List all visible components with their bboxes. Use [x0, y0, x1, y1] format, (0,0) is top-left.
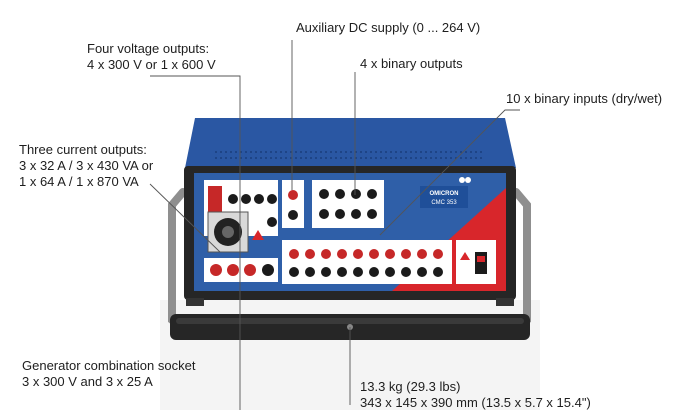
specs-label: 13.3 kg (29.3 lbs) 343 x 145 x 390 mm (1… [360, 379, 591, 411]
current-outputs-line2: 3 x 32 A / 3 x 430 VA or [19, 158, 154, 173]
current-outputs-line3: 1 x 64 A / 1 x 870 VA [19, 174, 139, 189]
binary-input-red-sockets [289, 249, 443, 259]
voltage-outputs-label: Four voltage outputs: 4 x 300 V or 1 x 6… [87, 41, 216, 73]
generator-socket-line1: Generator combination socket [22, 358, 196, 373]
binary-inputs-label: 10 x binary inputs (dry/wet) [506, 91, 662, 107]
aux-dc-label: Auxiliary DC supply (0 ... 264 V) [296, 20, 480, 36]
brand-text: OMICRON [430, 191, 459, 197]
current-outputs-label: Three current outputs: 3 x 32 A / 3 x 43… [19, 142, 153, 190]
voltage-leader-line [150, 75, 241, 410]
current-leader-line [149, 183, 221, 253]
binary-input-black-sockets [289, 267, 443, 277]
voltage-outputs-line1: Four voltage outputs: [87, 41, 210, 56]
model-text: CMC 353 [431, 200, 457, 206]
binary-input-block [282, 240, 452, 284]
current-outputs-line1: Three current outputs: [19, 142, 147, 157]
binary-inputs-leader-line [379, 109, 520, 236]
aux-dc-line1: Auxiliary DC supply (0 ... 264 V) [296, 20, 481, 35]
power-switch[interactable] [475, 252, 487, 274]
specs-line1: 13.3 kg (29.3 lbs) [360, 379, 461, 394]
binary-outputs-label: 4 x binary outputs [360, 56, 463, 72]
binary-output-block [312, 180, 384, 228]
binary-inputs-line1: 10 x binary inputs (dry/wet) [506, 91, 663, 106]
generator-socket-label: Generator combination socket 3 x 300 V a… [22, 358, 195, 390]
binary-outputs-line1: 4 x binary outputs [360, 56, 463, 71]
device-top [185, 118, 516, 168]
brand-badge [420, 186, 468, 208]
voltage-outputs-line2: 4 x 300 V or 1 x 600 V [87, 57, 216, 72]
aux-dc-block [282, 180, 304, 228]
generator-socket-line2: 3 x 300 V and 3 x 25 A [22, 374, 153, 389]
specs-line2: 343 x 145 x 390 mm (13.5 x 5.7 x 15.4") [360, 395, 591, 410]
